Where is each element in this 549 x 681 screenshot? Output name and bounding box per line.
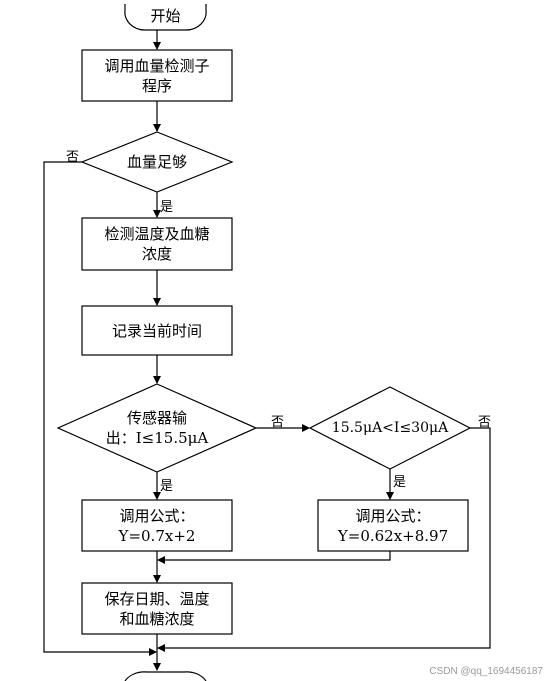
sensor-no-label: 否 [271,415,285,430]
start-terminator-shape [124,4,207,31]
watermark: CSDN @qq_1694456187 [429,666,543,677]
record-time-label: 记录当前时间 [111,321,202,340]
measure-label: 检测温度及血糖 浓度 [104,225,210,263]
formula-right-box [317,499,469,552]
formula-right-label: 调用公式： Y=0.62x+8.97 [337,506,449,545]
range-decision-label: 15.5μA<I≤30μA [331,420,449,436]
range-yes-label: 是 [393,475,407,490]
call-subroutine-label: 调用血量检测子 程序 [104,56,210,95]
start-label: 开始 [150,7,181,25]
blood-enough-label: 血量足够 [126,153,187,171]
sensor-decision-label: 传感器输 出：I≤15.5μA [105,409,209,447]
end-terminator-shape [124,671,207,681]
blood-no-label: 否 [66,150,80,165]
range-no-label: 否 [478,415,492,430]
formula-left-label: 调用公式： Y=0.7x+2 [118,506,196,545]
blood-yes-label: 是 [160,200,174,215]
sensor-yes-label: 是 [160,479,174,494]
save-label: 保存日期、温度 和血糖浓度 [104,589,210,628]
